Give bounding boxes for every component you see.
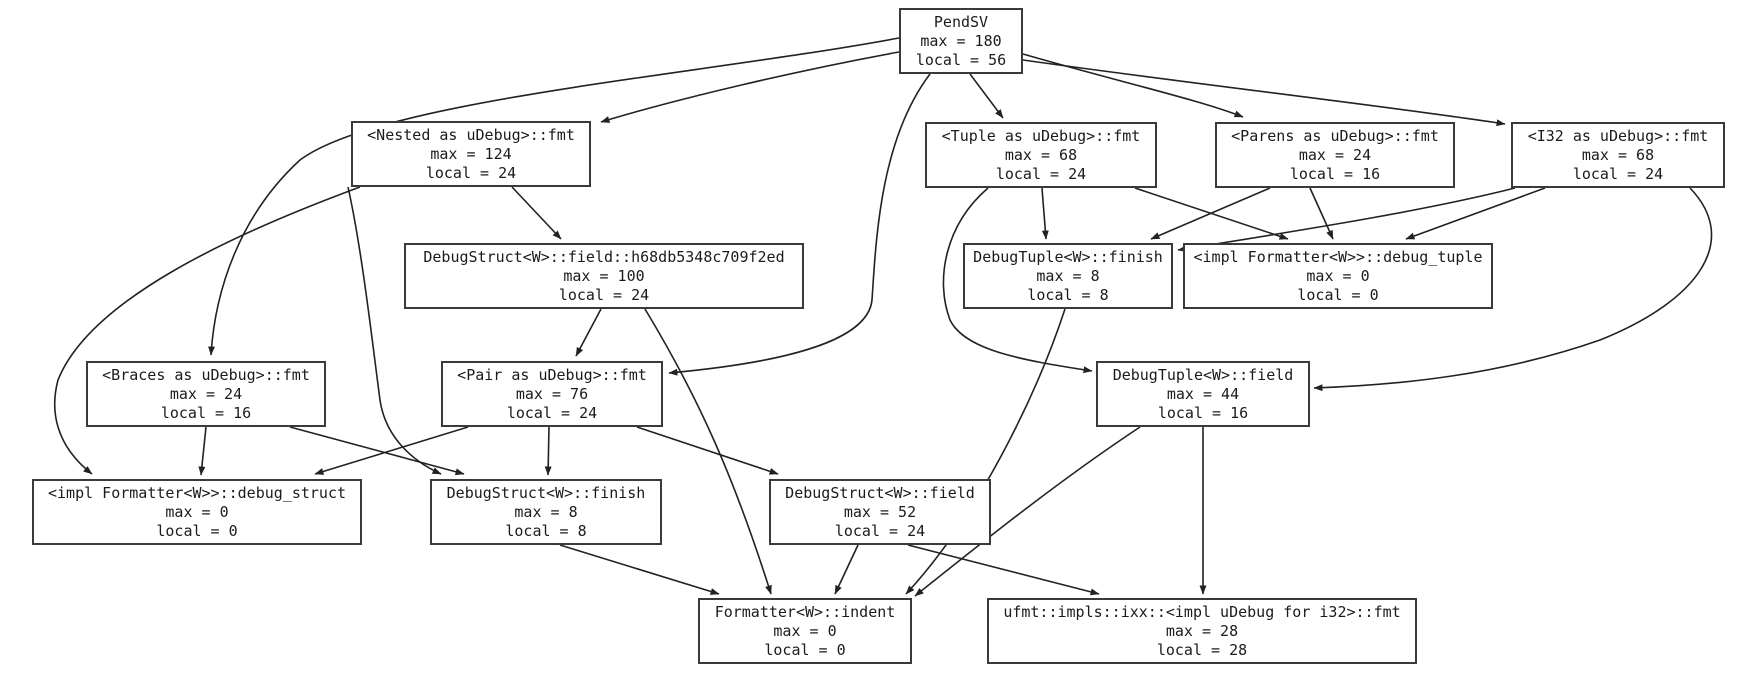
node-title: DebugStruct<W>::field::h68db5348c709f2ed: [423, 247, 785, 266]
graph-node-i32fmt: ufmt::impls::ixx::<impl uDebug for i32>:…: [987, 598, 1417, 664]
edge-nested-debug_struct: [53, 186, 361, 475]
node-max-stack: max = 0: [165, 502, 229, 521]
node-max-stack: max = 0: [773, 621, 837, 640]
node-title: DebugStruct<W>::field: [785, 483, 975, 502]
node-local-stack: local = 28: [1156, 640, 1248, 659]
node-max-stack: max = 52: [843, 502, 917, 521]
node-title: <impl Formatter<W>>::debug_struct: [47, 483, 346, 502]
edge-ds_field-indent: [834, 544, 859, 595]
edge-ds_finish-indent: [559, 544, 720, 595]
node-max-stack: max = 24: [169, 384, 243, 403]
node-local-stack: local = 24: [834, 521, 926, 540]
node-local-stack: local = 16: [1289, 164, 1381, 183]
node-title: DebugTuple<W>::field: [1112, 365, 1294, 384]
node-local-stack: local = 0: [764, 640, 846, 659]
edge-field_h68-indent: [644, 308, 772, 595]
edge-braces-ds_finish: [289, 426, 465, 476]
node-title: DebugTuple<W>::finish: [973, 247, 1163, 266]
node-local-stack: local = 24: [425, 163, 517, 182]
node-local-stack: local = 8: [1027, 285, 1109, 304]
edge-field_h68-pair: [575, 308, 602, 357]
node-max-stack: max = 124: [430, 144, 512, 163]
node-max-stack: max = 28: [1165, 621, 1239, 640]
node-title: <Tuple as uDebug>::fmt: [941, 126, 1141, 145]
edge-nested-ds_finish: [347, 186, 442, 475]
node-title: <Nested as uDebug>::fmt: [367, 125, 575, 144]
node-title: <Pair as uDebug>::fmt: [457, 365, 647, 384]
node-local-stack: local = 24: [1572, 164, 1664, 183]
edge-i32-debug_tuple: [1405, 187, 1546, 240]
node-max-stack: max = 100: [563, 266, 645, 285]
edge-i32-dt_finish: [1177, 187, 1516, 253]
edge-pendsv-i32: [1022, 59, 1506, 127]
edge-dt_finish-indent: [905, 308, 1066, 595]
node-local-stack: local = 24: [995, 164, 1087, 183]
node-max-stack: max = 44: [1166, 384, 1240, 403]
node-title: Formatter<W>::indent: [714, 602, 896, 621]
node-local-stack: local = 16: [160, 403, 252, 422]
node-max-stack: max = 0: [1306, 266, 1370, 285]
edge-tuple-dt_finish: [1041, 187, 1049, 240]
node-local-stack: local = 0: [156, 521, 238, 540]
edge-parens-dt_finish: [1150, 187, 1271, 240]
node-max-stack: max = 68: [1004, 145, 1078, 164]
node-max-stack: max = 8: [1036, 266, 1100, 285]
edge-pendsv-pair: [668, 73, 931, 376]
node-max-stack: max = 68: [1581, 145, 1655, 164]
node-title: <Braces as uDebug>::fmt: [102, 365, 310, 384]
edge-nested-field_h68: [511, 186, 562, 240]
node-local-stack: local = 24: [558, 285, 650, 304]
node-title: <Parens as uDebug>::fmt: [1231, 126, 1439, 145]
node-title: PendSV: [933, 12, 989, 31]
node-local-stack: local = 8: [505, 521, 587, 540]
edge-braces-debug_struct: [198, 426, 207, 476]
node-max-stack: max = 76: [515, 384, 589, 403]
edge-tuple-debug_tuple: [1134, 187, 1289, 240]
node-title: ufmt::impls::ixx::<impl uDebug for i32>:…: [1003, 602, 1401, 621]
node-title: <impl Formatter<W>>::debug_tuple: [1193, 247, 1483, 266]
node-max-stack: max = 24: [1298, 145, 1372, 164]
node-max-stack: max = 180: [920, 31, 1002, 50]
edge-pendsv-nested: [600, 51, 900, 123]
edge-pair-debug_struct: [314, 426, 469, 475]
node-title: <I32 as uDebug>::fmt: [1527, 126, 1709, 145]
edge-pair-ds_field: [636, 426, 779, 475]
edge-pair-ds_finish: [544, 426, 552, 476]
node-local-stack: local = 56: [915, 50, 1007, 69]
node-local-stack: local = 0: [1297, 285, 1379, 304]
node-local-stack: local = 16: [1157, 403, 1249, 422]
node-local-stack: local = 24: [506, 403, 598, 422]
node-max-stack: max = 8: [514, 502, 578, 521]
node-title: DebugStruct<W>::finish: [446, 483, 646, 502]
edge-pendsv-parens: [1022, 53, 1244, 118]
edge-pendsv-tuple: [969, 73, 1004, 119]
edge-parens-debug_tuple: [1309, 187, 1334, 240]
edge-ds_field-i32fmt: [907, 544, 1100, 596]
graph-node-field_h68: DebugStruct<W>::field::h68db5348c709f2ed…: [404, 243, 804, 309]
